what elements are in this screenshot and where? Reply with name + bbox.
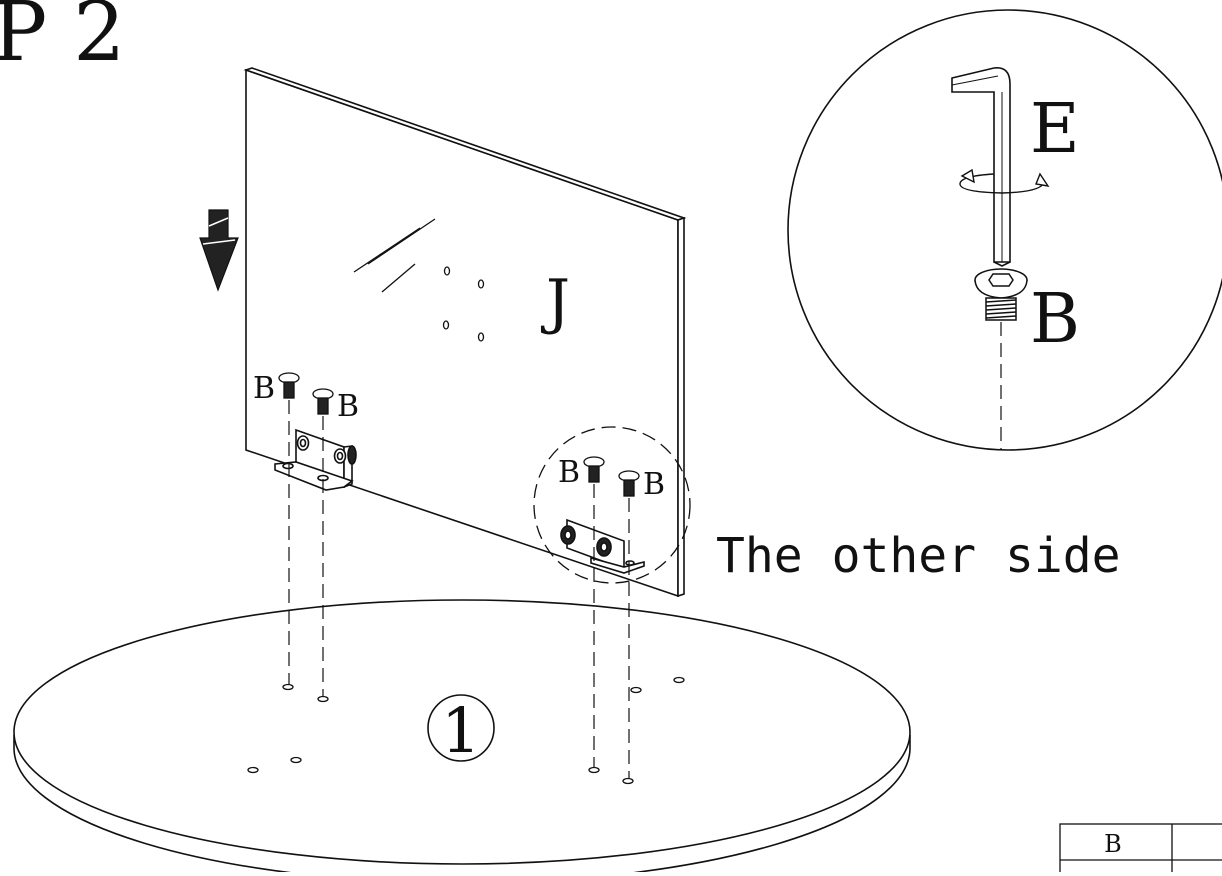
parts-table: B 1 [1059, 823, 1222, 876]
hex-key-icon [951, 67, 1011, 267]
base-number-badge: 1 [427, 694, 495, 767]
base-holes [247, 676, 685, 785]
screw-icon [583, 456, 605, 483]
down-arrow-icon [199, 209, 239, 292]
screw-icon [312, 388, 334, 415]
detail-circle-dashed [533, 426, 691, 584]
screw-label: B [337, 389, 359, 424]
tool-screw-label: B [1030, 280, 1080, 359]
parts-table-header: B [1104, 830, 1122, 858]
screw-icon [618, 470, 640, 497]
step-title: P 2 [0, 0, 125, 80]
base-tabletop [13, 599, 911, 876]
screw-label: B [253, 371, 275, 406]
right-bracket [560, 518, 645, 574]
tool-label: E [1030, 90, 1080, 169]
left-bracket [274, 428, 357, 491]
rotation-arrow-icon [959, 168, 1050, 194]
panel-j [243, 67, 687, 598]
screw-label: B [643, 467, 665, 502]
panel-holes [442, 266, 485, 342]
screw-label: B [558, 455, 580, 490]
screw-icon [278, 372, 300, 399]
other-side-caption: The other side [716, 528, 1121, 584]
guide-lines [288, 400, 630, 778]
screw-icon [974, 268, 1028, 321]
tool-detail-circle: E B [787, 9, 1222, 451]
panel-reflection [353, 218, 436, 293]
base-number: 1 [441, 694, 480, 767]
parts-table-header: 1 [1220, 830, 1222, 858]
